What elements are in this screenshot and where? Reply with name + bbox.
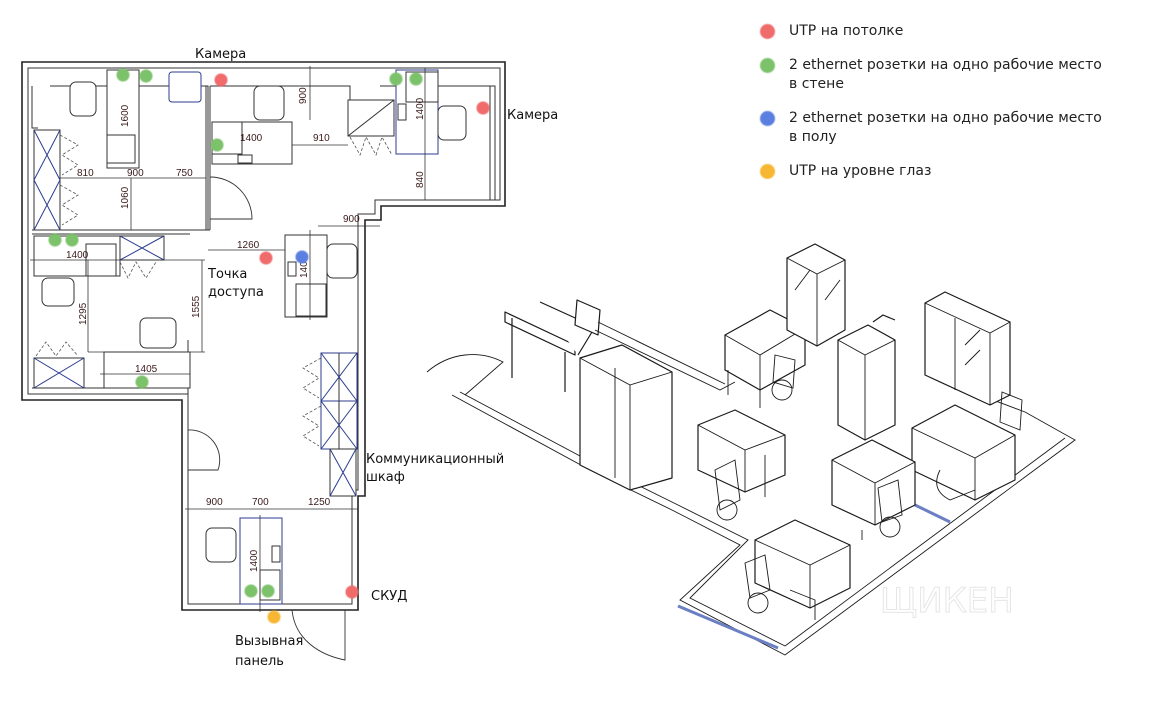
legend-label: UTP на потолке bbox=[789, 23, 904, 39]
access-point-label: доступа bbox=[208, 285, 264, 300]
dim-810: 810 bbox=[77, 168, 94, 179]
dim-1555: 1555 bbox=[191, 295, 202, 318]
dim-910: 910 bbox=[313, 133, 330, 144]
chair-icon bbox=[41, 277, 75, 307]
legend-label: 2 ethernet розетки на одно рабочие место… bbox=[789, 110, 1102, 145]
chair-icon bbox=[253, 85, 285, 121]
plan-labels: Камера Камера Точка доступа Коммуникацио… bbox=[195, 47, 558, 669]
left-door bbox=[187, 429, 221, 471]
dim-900: 900 bbox=[298, 87, 309, 104]
network-markers bbox=[48, 68, 490, 624]
wall-ethernet-marker bbox=[261, 584, 275, 598]
dim-1260: 1260 bbox=[237, 240, 260, 251]
dim-1400: 1400 bbox=[249, 549, 260, 572]
chair-icon bbox=[205, 527, 237, 563]
iso-desk bbox=[754, 519, 851, 609]
legend-item-floor-ethernet: 2 ethernet розетки на одно рабочие место… bbox=[760, 109, 1140, 147]
wall-ethernet-marker bbox=[210, 138, 224, 152]
wall-ethernet-marker bbox=[139, 69, 153, 83]
wall-ethernet-marker bbox=[135, 375, 149, 389]
dimension-labels: 1600 810 900 750 1060 900 1400 910 1400 … bbox=[66, 87, 426, 572]
dim-700: 700 bbox=[252, 497, 269, 508]
wall-ethernet-marker bbox=[48, 233, 62, 247]
dim-1400: 1400 bbox=[415, 97, 426, 120]
dim-1060: 1060 bbox=[120, 186, 131, 209]
wall-ethernet-marker bbox=[65, 233, 79, 247]
dim-840: 840 bbox=[415, 171, 426, 188]
dim-900: 900 bbox=[127, 168, 144, 179]
camera-label-top: Камера bbox=[195, 47, 246, 62]
floor-ethernet-marker bbox=[295, 250, 309, 264]
legend-item-eye-level-utp: UTP на уровне глаз bbox=[760, 162, 1140, 181]
red-dot-icon bbox=[760, 24, 775, 39]
legend-label: 2 ethernet розетки на одно рабочие место… bbox=[789, 57, 1102, 92]
wall-ethernet-marker bbox=[244, 584, 258, 598]
yellow-dot-icon bbox=[760, 164, 775, 179]
comm-cabinet-label: шкаф bbox=[366, 470, 405, 485]
legend-item-ceiling-utp: UTP на потолке bbox=[760, 22, 1140, 41]
dim-1600: 1600 bbox=[120, 104, 131, 127]
ceiling-utp-marker bbox=[345, 585, 359, 599]
room-top-left-furniture bbox=[33, 69, 253, 231]
iso-window bbox=[677, 604, 779, 650]
dim-1400: 1400 bbox=[240, 133, 263, 144]
dim-900: 900 bbox=[343, 214, 360, 225]
chair-icon bbox=[69, 81, 97, 117]
isometric-view: ЩИКЕН bbox=[426, 243, 1076, 656]
dim-1400: 1400 bbox=[299, 255, 310, 278]
wall-ethernet-marker bbox=[409, 72, 423, 86]
corridor-cabinets bbox=[302, 352, 358, 497]
legend-item-wall-ethernet: 2 ethernet розетки на одно рабочие место… bbox=[760, 56, 1140, 94]
camera-label-right: Камера bbox=[507, 108, 558, 123]
wall-ethernet-marker bbox=[389, 72, 403, 86]
room-middle-furniture bbox=[208, 225, 380, 320]
call-panel-label: Вызывная bbox=[235, 634, 303, 649]
ceiling-utp-marker bbox=[214, 73, 228, 87]
iso-desk bbox=[697, 409, 786, 493]
room-top-middle-furniture bbox=[211, 66, 395, 165]
dim-1405: 1405 bbox=[135, 364, 158, 375]
call-panel-label: панель bbox=[235, 654, 284, 669]
wall-ethernet-marker bbox=[116, 68, 130, 82]
dim-1295: 1295 bbox=[78, 302, 89, 325]
chair-icon bbox=[326, 243, 358, 279]
ceiling-utp-marker bbox=[259, 251, 273, 265]
room-middle-left-furniture bbox=[30, 235, 205, 389]
green-dot-icon bbox=[760, 58, 775, 73]
dim-1250: 1250 bbox=[308, 497, 331, 508]
eye-level-utp-marker bbox=[267, 610, 281, 624]
legend-label: UTP на уровне глаз bbox=[789, 163, 932, 179]
chair-icon bbox=[139, 317, 177, 349]
legend: UTP на потолке 2 ethernet розетки на одн… bbox=[760, 22, 1140, 196]
ceiling-utp-marker bbox=[476, 101, 490, 115]
access-point-label: Точка bbox=[207, 267, 247, 282]
comm-cabinet-label: Коммуникационный bbox=[366, 452, 504, 467]
room-top-right-furniture bbox=[395, 68, 467, 200]
dim-1400: 1400 bbox=[66, 250, 89, 261]
iso-desk bbox=[724, 309, 806, 391]
blue-dot-icon bbox=[760, 111, 775, 126]
chair-icon bbox=[437, 105, 467, 141]
watermark: ЩИКЕН bbox=[880, 581, 1014, 621]
skud-label: СКУД bbox=[371, 589, 407, 604]
dim-750: 750 bbox=[176, 168, 193, 179]
dim-900: 900 bbox=[206, 497, 223, 508]
